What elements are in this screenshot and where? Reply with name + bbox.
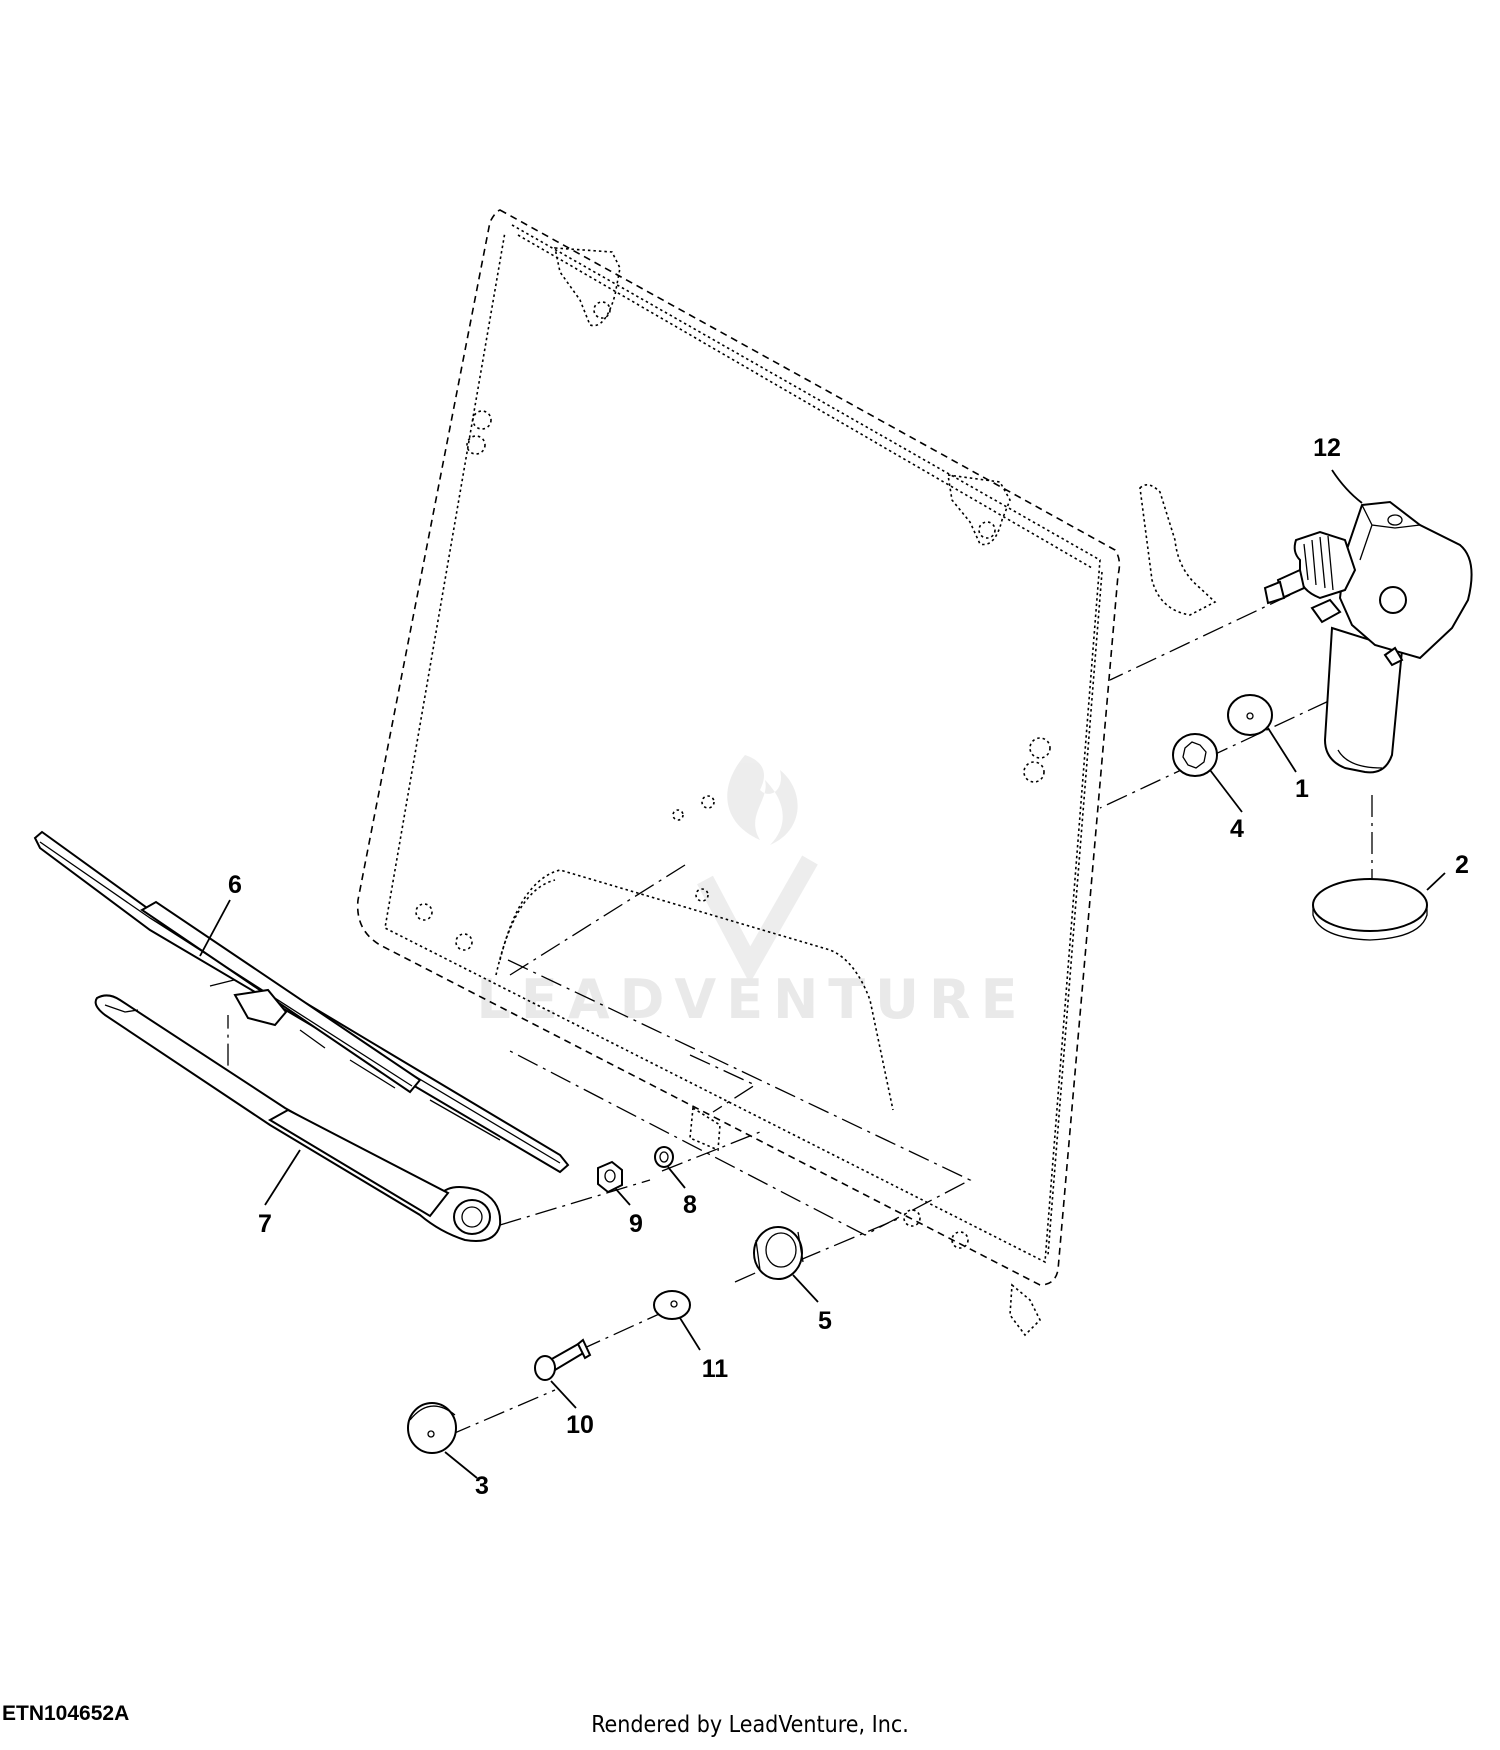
callout-6: 6 — [228, 871, 242, 899]
wiper-motor — [1263, 500, 1473, 774]
callout-4: 4 — [1230, 815, 1244, 843]
part-8-washer — [654, 1146, 674, 1168]
part-4-nut — [1172, 733, 1218, 777]
assembly-centerlines — [129, 594, 1396, 1436]
wiper-blade — [33, 830, 570, 1174]
callout-8: 8 — [683, 1191, 697, 1219]
part-5-grommet — [753, 1226, 804, 1280]
callout-7: 7 — [258, 1210, 272, 1238]
callout-12: 12 — [1313, 434, 1341, 462]
parts-group — [407, 694, 1428, 1454]
callout-labels: 12 1 4 2 6 7 8 9 5 11 10 3 — [228, 434, 1469, 1500]
part-1-washer — [1227, 694, 1273, 736]
callout-2: 2 — [1455, 851, 1469, 879]
callout-9: 9 — [629, 1210, 643, 1238]
callout-11: 11 — [702, 1355, 729, 1383]
watermark-logo: LEADVENTURE — [477, 755, 1028, 1031]
part-9-nut — [597, 1160, 623, 1194]
callout-leaders — [199, 469, 1446, 1479]
callout-5: 5 — [818, 1307, 832, 1335]
callout-3: 3 — [475, 1472, 489, 1500]
figure-id: ETN104652A — [2, 1702, 130, 1725]
part-11-washer — [653, 1290, 691, 1320]
render-credit: Rendered by LeadVenture, Inc. — [591, 1712, 909, 1738]
watermark-text: LEADVENTURE — [477, 968, 1028, 1031]
wiper-arm — [94, 994, 502, 1242]
rear-window-glass — [356, 209, 1217, 1337]
callout-1: 1 — [1295, 775, 1309, 803]
callout-10: 10 — [566, 1411, 594, 1439]
part-10-bolt — [534, 1338, 592, 1381]
part-2-clamp — [1312, 878, 1428, 941]
part-3-cap — [407, 1402, 457, 1454]
